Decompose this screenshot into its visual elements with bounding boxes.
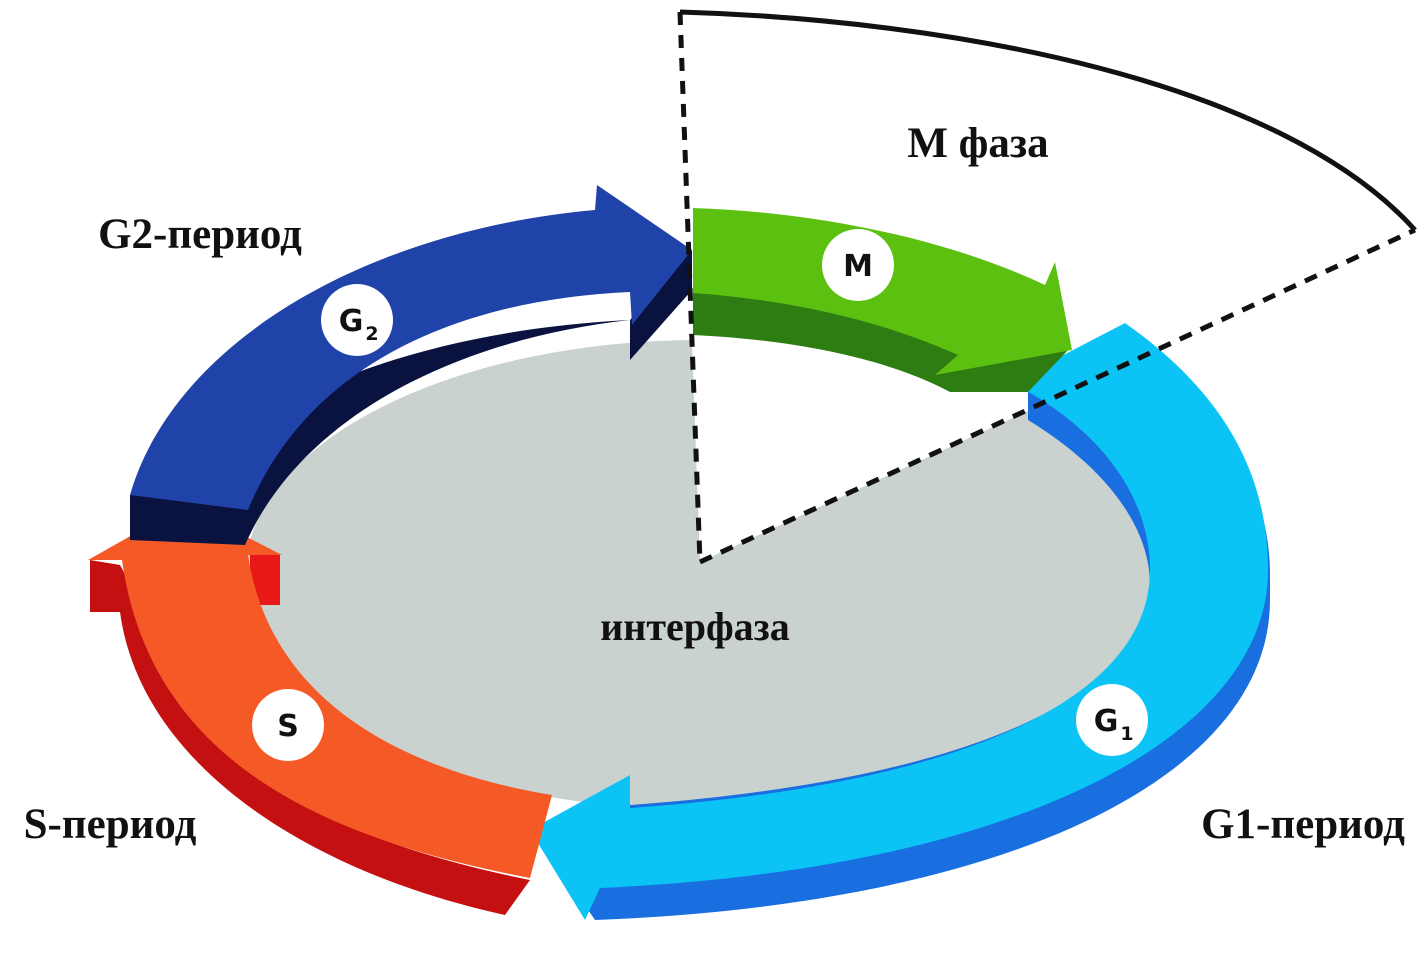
g2-arrow-top xyxy=(130,185,692,510)
m-badge-text: M xyxy=(843,249,873,284)
g2-badge-text: G xyxy=(339,304,364,339)
g2-period-label: G2-период xyxy=(98,211,302,258)
interphase-area xyxy=(245,340,1155,810)
g2-badge: G 2 xyxy=(321,284,393,356)
g1-period-label: G1-период xyxy=(1201,801,1405,848)
s-badge: S xyxy=(252,689,324,761)
s-badge-text: S xyxy=(277,709,299,744)
m-arrow xyxy=(693,208,1072,392)
m-badge-circle xyxy=(822,229,894,301)
interphase-label: интерфаза xyxy=(600,604,790,649)
m-arrow-top xyxy=(693,208,1072,375)
g1-arrow xyxy=(530,323,1270,920)
g1-arrow-top xyxy=(530,323,1268,920)
m-phase-label: М фаза xyxy=(907,120,1048,167)
g2-badge-circle xyxy=(321,284,393,356)
s-badge-circle xyxy=(252,689,324,761)
g2-arrow-side xyxy=(130,250,692,545)
s-arrow-side-right xyxy=(250,555,280,605)
m-phase-arc xyxy=(679,9,1417,232)
s-arrow xyxy=(88,505,552,915)
g2-arrow xyxy=(130,185,692,545)
g2-badge-subscript: 2 xyxy=(365,323,378,345)
g1-badge-circle xyxy=(1076,684,1148,756)
s-period-label: S-период xyxy=(24,801,197,848)
m-phase-dotted-line-right xyxy=(698,227,1417,565)
g1-badge-subscript: 1 xyxy=(1120,723,1133,745)
s-arrow-top xyxy=(88,505,552,878)
m-badge: M xyxy=(822,229,894,301)
g1-badge: G 1 xyxy=(1076,684,1148,756)
g1-badge-text: G xyxy=(1094,704,1119,739)
